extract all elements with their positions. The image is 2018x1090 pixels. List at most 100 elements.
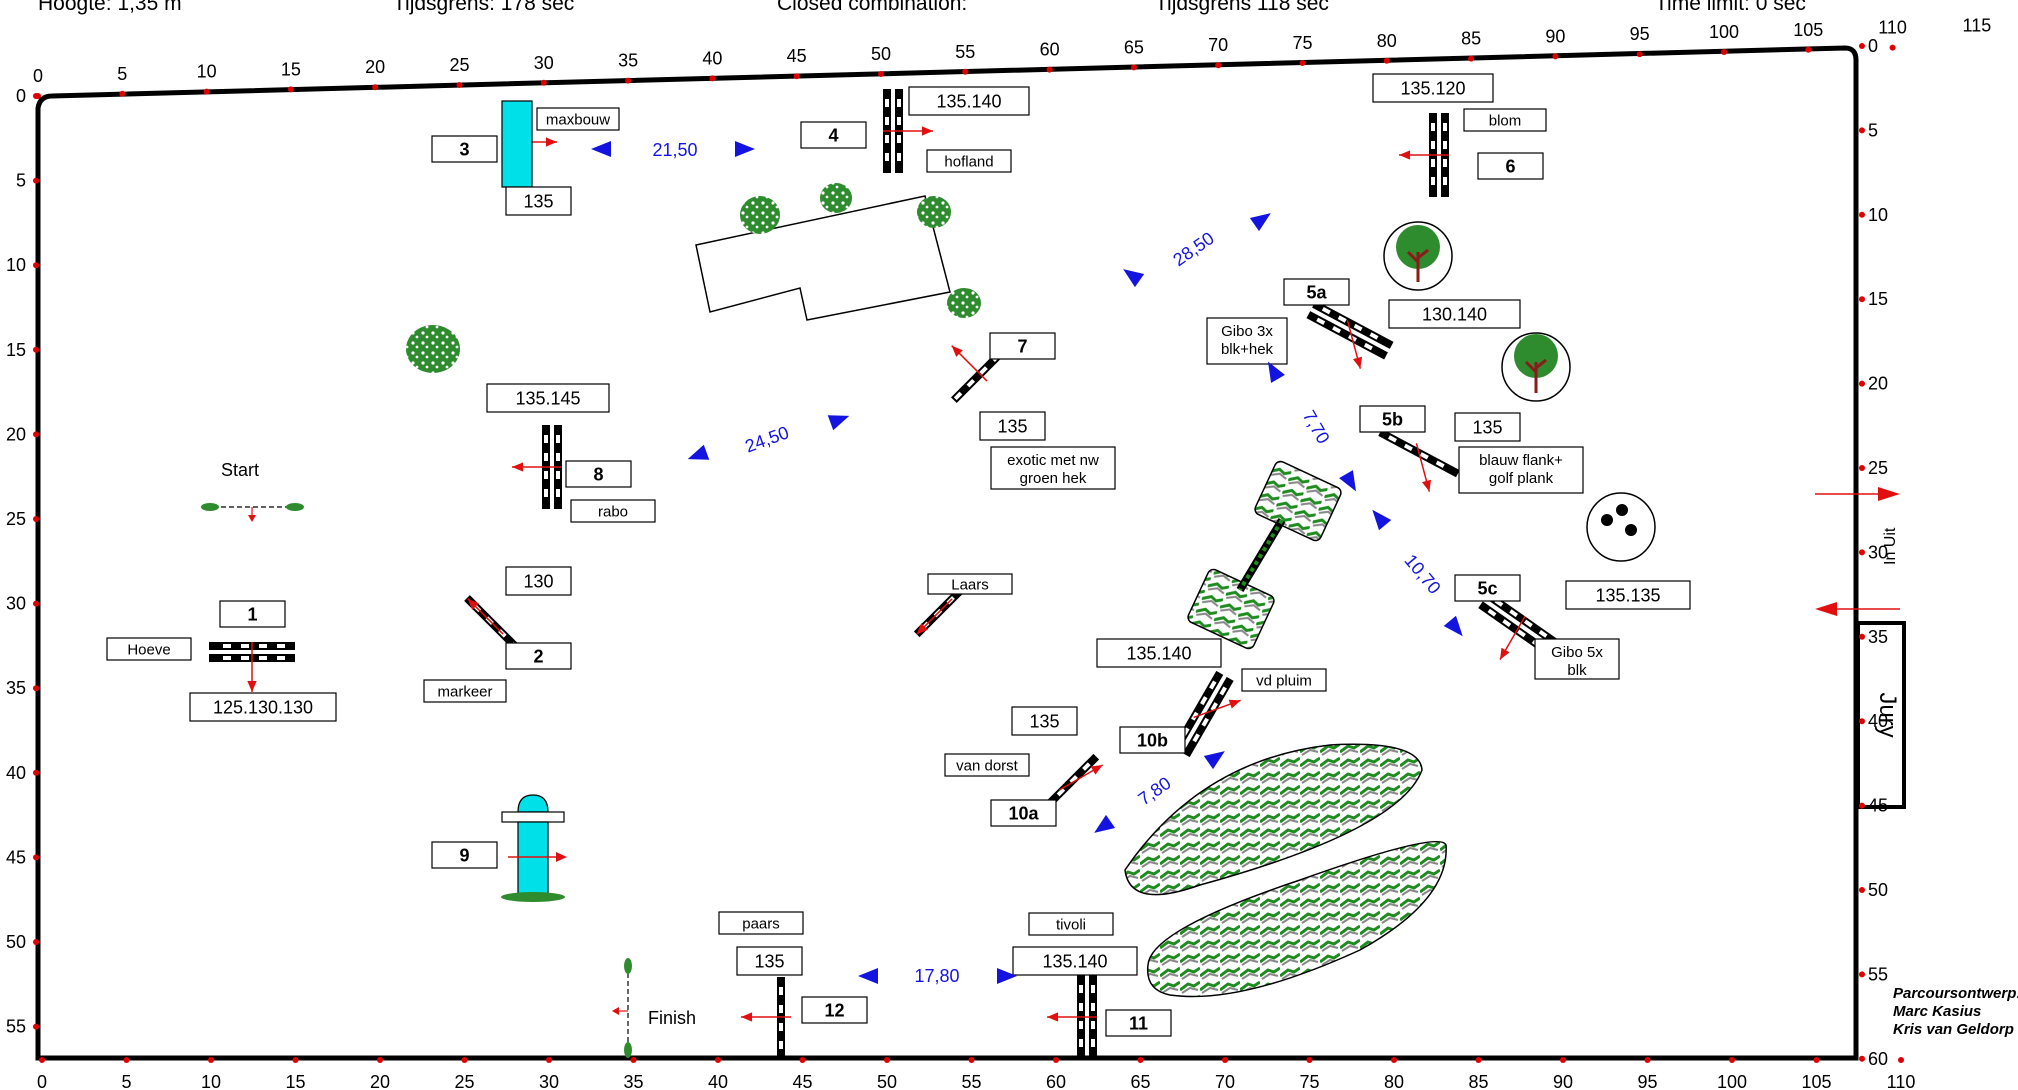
label-text: 5c	[1477, 578, 1497, 598]
fence-stripe	[1431, 123, 1435, 131]
top-axis-label: 70	[1208, 35, 1228, 55]
fence-stripe	[897, 99, 901, 107]
sponsor-label: rabo	[570, 499, 656, 523]
distance-label: 21,50	[652, 140, 697, 160]
label-text: paars	[742, 915, 780, 932]
label-text: 135.145	[515, 388, 580, 408]
distance-label: 7,80	[1134, 773, 1174, 809]
left-axis-label: 5	[16, 171, 26, 191]
fence-stripe	[544, 471, 548, 479]
bottom-axis-label: 60	[1046, 1072, 1066, 1090]
time-limit-1: Tijdsgrens: 178 sec	[393, 0, 575, 15]
obstacle-9-wall	[501, 794, 567, 902]
axis-tick	[1859, 1055, 1865, 1062]
fence-stripe	[556, 471, 560, 479]
hedge-upper	[1124, 743, 1423, 896]
sponsor-label: Hoeve	[106, 637, 192, 661]
credits-designer-1: Marc Kasius	[1893, 1003, 1982, 1020]
finish-label: Finish	[648, 1008, 696, 1028]
bottom-axis-label: 35	[623, 1072, 643, 1090]
axis-tick	[1468, 55, 1475, 62]
fence-stripe	[1200, 696, 1208, 706]
top-axis-label: 105	[1793, 20, 1823, 40]
axis-tick	[962, 68, 969, 75]
arrow-head	[741, 1012, 753, 1022]
label-text: 5b	[1382, 409, 1403, 429]
sponsor-label: paars	[718, 911, 804, 935]
distance-arrow-icon	[735, 141, 755, 157]
axis-tick	[1644, 1057, 1651, 1063]
bottom-axis-label: 5	[121, 1072, 131, 1090]
label-text: 135	[997, 416, 1027, 436]
fence-stripe	[277, 656, 285, 660]
fence-stripe	[259, 656, 267, 660]
height-label: Hoogte: 1,35 m	[38, 0, 182, 15]
top-axis-label: 80	[1377, 31, 1397, 51]
label-text: 130	[523, 571, 553, 591]
distance-arrow-icon	[858, 968, 878, 984]
sponsor-label: van dorst	[944, 753, 1030, 777]
fence-stripe	[1431, 141, 1435, 149]
top-axis-label: 100	[1709, 22, 1739, 42]
label-text: groen hek	[1020, 470, 1087, 487]
credits-designer-2: Kris van Geldorp	[1893, 1021, 2014, 1038]
distance-arrow-icon	[997, 968, 1017, 984]
water-ditch	[1187, 460, 1342, 650]
axis-tick	[456, 82, 463, 88]
fence-stripe	[241, 656, 249, 660]
fence-stripe	[544, 489, 548, 497]
fence-stripe	[1431, 159, 1435, 167]
axis-tick	[372, 84, 379, 91]
arrow-head	[1421, 479, 1432, 492]
fence-stripe	[1219, 686, 1227, 696]
obstacle-number: 11	[1105, 1009, 1172, 1037]
axis-tick	[33, 1023, 39, 1030]
fence-stripe	[1443, 159, 1447, 167]
axis-tick	[715, 1057, 721, 1063]
in-arrow	[1815, 487, 1900, 501]
obstacle-number: 1	[219, 600, 286, 628]
bottom-axis-label: 30	[539, 1072, 559, 1090]
right-axis-label: 35	[1868, 627, 1888, 647]
fence-stripe	[1419, 452, 1429, 460]
fence-stripe	[277, 644, 285, 648]
jury-box	[1856, 621, 1906, 809]
axis-tick	[33, 177, 39, 184]
fence-stripe	[1337, 315, 1347, 323]
height-label: 135.135	[1565, 580, 1691, 610]
top-axis-label: 10	[197, 62, 217, 82]
label-text: 9	[459, 845, 469, 865]
axis-tick	[1299, 60, 1306, 66]
label-text: markeer	[437, 683, 492, 700]
axis-tick	[1859, 211, 1865, 218]
left-axis-label: 55	[6, 1017, 26, 1037]
label-text: 135.135	[1595, 585, 1660, 605]
axis-tick	[546, 1057, 552, 1063]
axis-tick	[1805, 46, 1812, 53]
label-text: 3	[459, 139, 469, 159]
distance-label: 17,80	[914, 966, 959, 986]
fence-stripe	[1502, 619, 1512, 627]
three-dots-icon	[1586, 492, 1656, 562]
fence-stripe	[556, 453, 560, 461]
obstacle-number: 5b	[1359, 405, 1426, 433]
label-text: 7	[1017, 336, 1027, 356]
top-axis-label: 90	[1545, 26, 1565, 46]
obstacle-number: 8	[565, 460, 632, 488]
top-axis-label: 115	[1963, 15, 1992, 35]
right-axis-label: 45	[1868, 796, 1888, 816]
fence-stripe	[966, 378, 976, 388]
start-line	[201, 503, 304, 522]
axis-tick	[1859, 887, 1865, 893]
fence-stripe	[897, 135, 901, 143]
axis-tick	[33, 93, 39, 99]
closed-combination-label: Closed combination:	[777, 0, 968, 15]
fence-stripe	[1091, 985, 1095, 993]
label-text: 135	[1029, 711, 1059, 731]
central-building	[695, 195, 951, 321]
bottom-axis-label: 55	[961, 1072, 981, 1090]
fence-stripe	[1443, 123, 1447, 131]
height-label: 135	[736, 946, 803, 976]
